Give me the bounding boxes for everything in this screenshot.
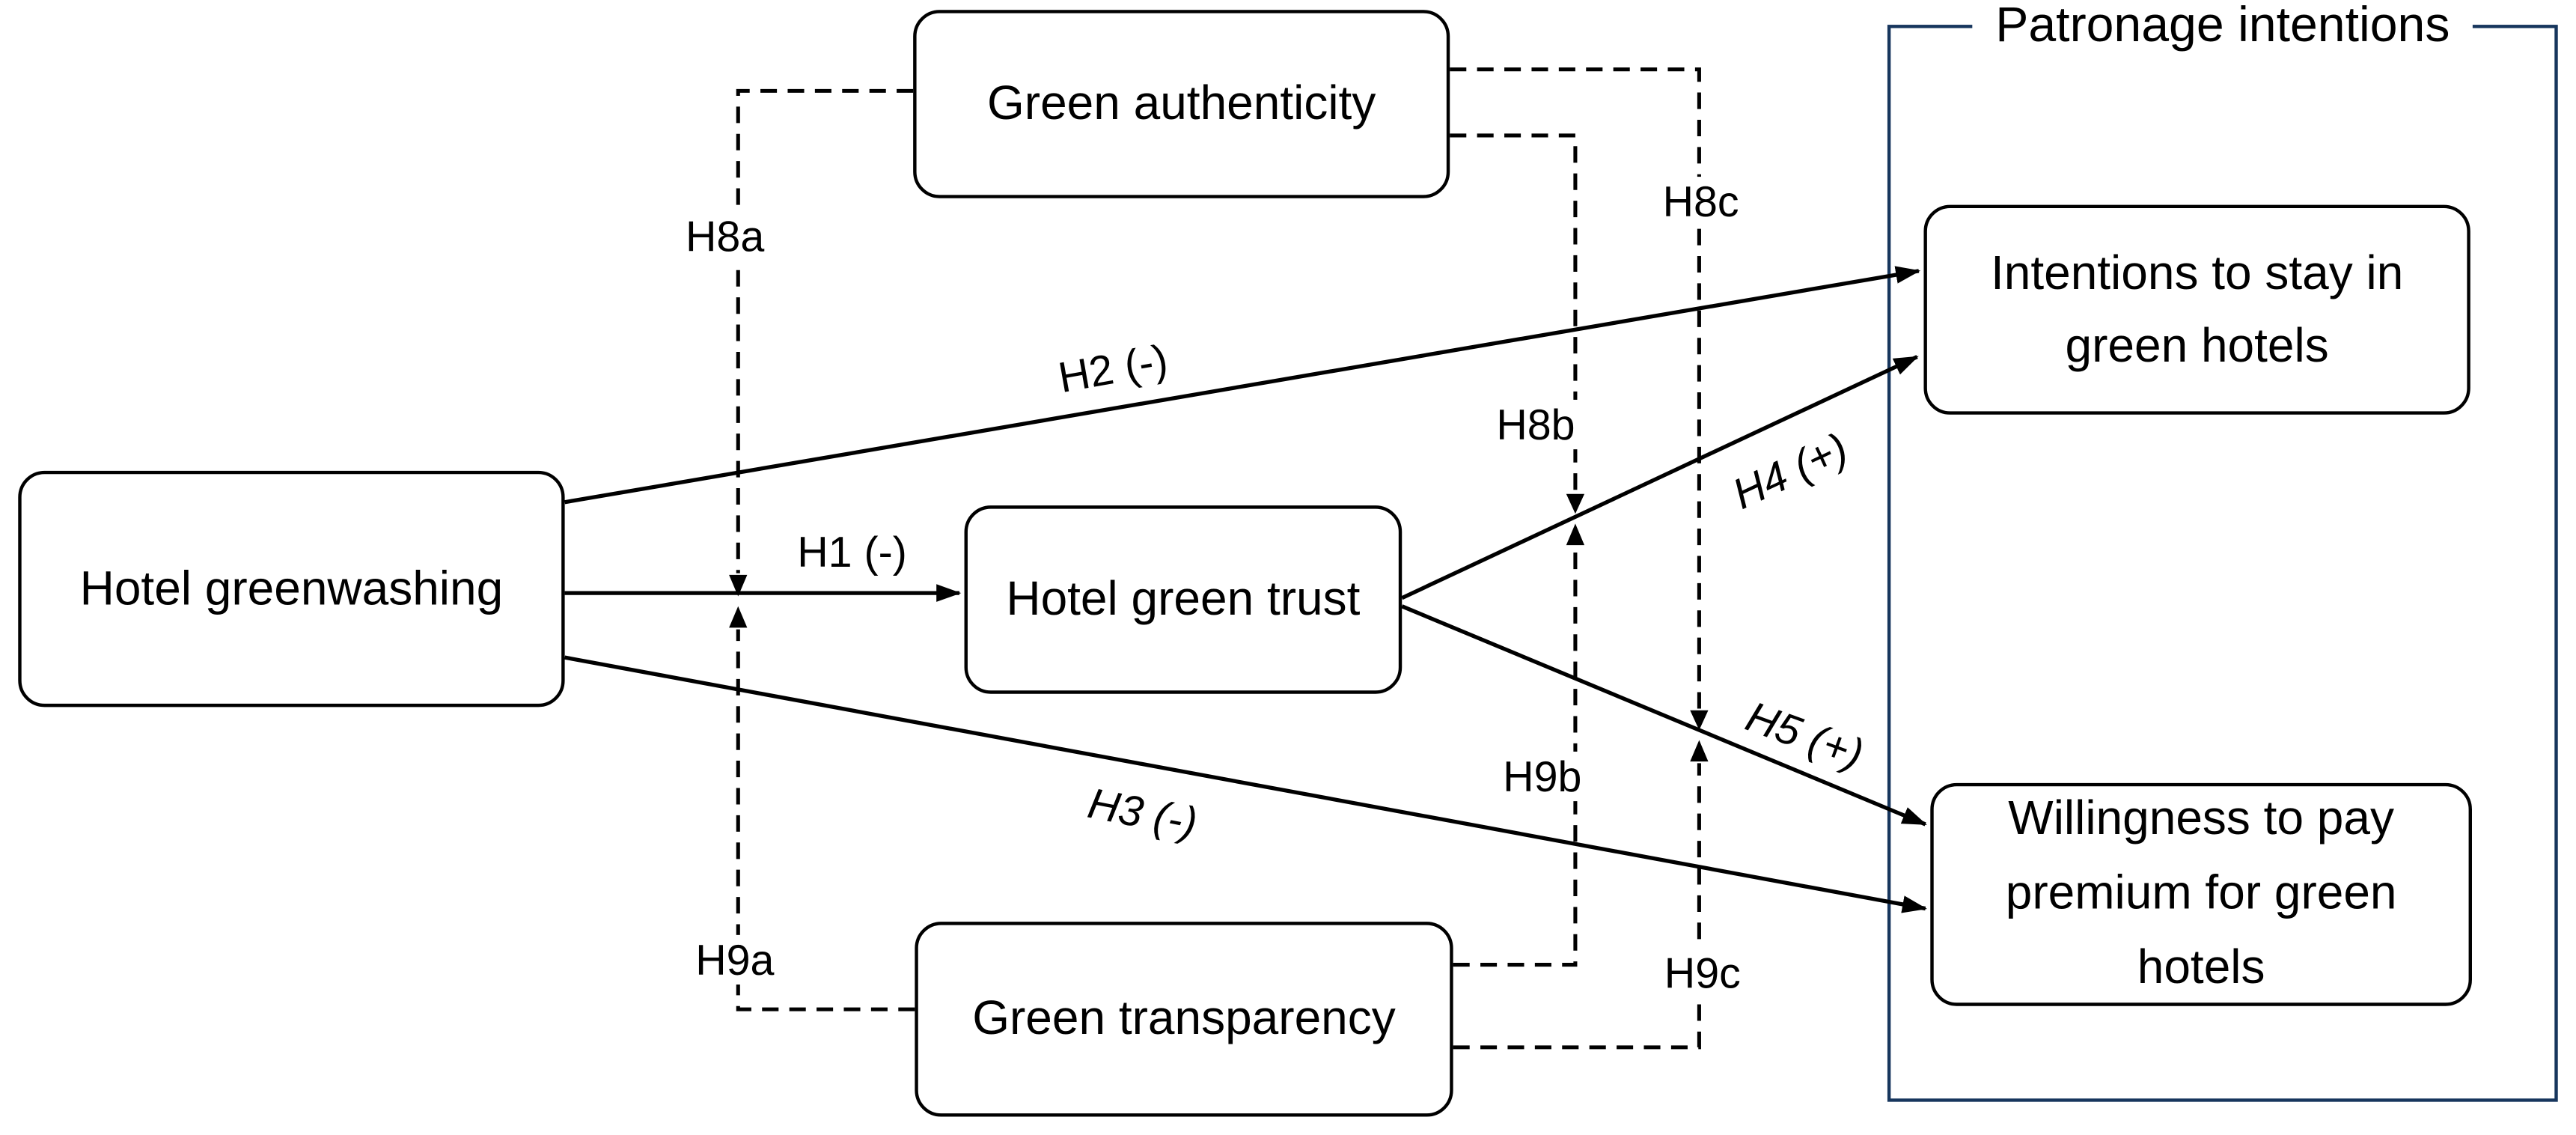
- node-intentions-to-stay: Intentions to stay in green hotels: [1923, 204, 2470, 415]
- node-hotel-green-trust: Hotel green trust: [964, 505, 1403, 694]
- node-willingness-to-pay-label: Willingness to pay premium for green hot…: [2005, 793, 2397, 995]
- node-hotel-greenwashing-label: Hotel greenwashing: [79, 562, 504, 615]
- h5-arrow: [1401, 604, 1927, 827]
- node-green-transparency: Green transparency: [915, 922, 1453, 1117]
- h8a-label: H8a: [679, 211, 772, 261]
- node-hotel-greenwashing: Hotel greenwashing: [18, 470, 565, 708]
- node-willingness-to-pay: Willingness to pay premium for green hot…: [1930, 782, 2472, 1006]
- h9a-dashed-line: [736, 629, 915, 1011]
- patronage-intentions-title: Patronage intentions: [1972, 0, 2473, 55]
- h8b-label: H8b: [1489, 399, 1582, 450]
- h8b-arrowhead: [1566, 493, 1585, 514]
- h9c-dashed-line: [1453, 763, 1701, 1050]
- h4-arrow: [1401, 355, 1919, 600]
- h9c-arrowhead: [1690, 740, 1709, 762]
- h9b-label: H9b: [1496, 751, 1589, 802]
- node-green-transparency-label: Green transparency: [972, 993, 1396, 1046]
- h8b-dashed-line: [1450, 133, 1578, 493]
- node-hotel-green-trust-label: Hotel green trust: [1006, 573, 1361, 627]
- h2-arrow: [564, 266, 1921, 505]
- h9a-label: H9a: [689, 934, 781, 985]
- h8a-arrowhead: [729, 574, 748, 597]
- h8c-dashed-line: [1450, 67, 1701, 709]
- node-green-authenticity: Green authenticity: [913, 10, 1450, 198]
- h1-label: H1 (-): [790, 526, 914, 577]
- h8c-arrowhead: [1690, 710, 1709, 731]
- h9b-arrowhead: [1566, 523, 1585, 546]
- h9b-dashed-line: [1453, 547, 1578, 967]
- h3-arrow: [564, 655, 1927, 913]
- h9c-label: H9c: [1657, 948, 1748, 998]
- h9a-arrowhead: [729, 606, 748, 628]
- h8c-label: H8c: [1655, 177, 1746, 227]
- node-green-authenticity-label: Green authenticity: [987, 77, 1376, 131]
- node-intentions-to-stay-label: Intentions to stay in green hotels: [1990, 246, 2404, 373]
- h8a-dashed-line: [736, 88, 914, 573]
